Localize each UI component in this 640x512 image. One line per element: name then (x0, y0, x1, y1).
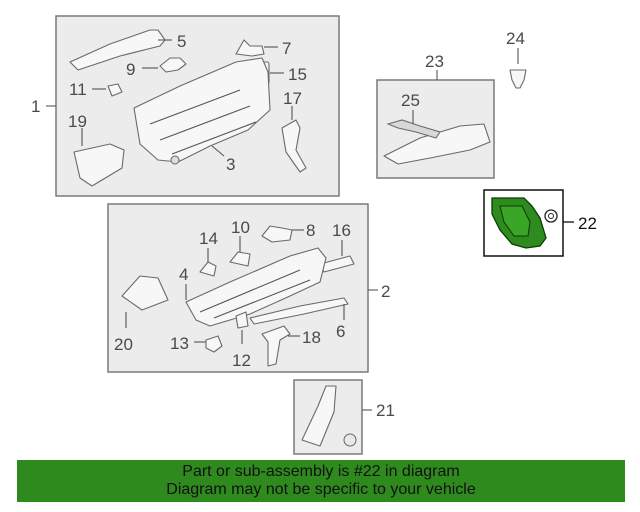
callout-10[interactable]: 10 (231, 218, 250, 237)
callout-5[interactable]: 5 (177, 32, 186, 51)
callout-8[interactable]: 8 (306, 221, 315, 240)
banner-line-1: Part or sub-assembly is #22 in diagram (182, 463, 460, 480)
callout-3[interactable]: 3 (226, 155, 235, 174)
part-6-rail (249, 297, 349, 325)
callout-4[interactable]: 4 (179, 265, 188, 284)
part-18-bracket (261, 325, 291, 367)
callout-6[interactable]: 6 (336, 322, 345, 341)
callout-7[interactable]: 7 (282, 39, 291, 58)
notice-banner: Part or sub-assembly is #22 in diagram D… (17, 460, 625, 502)
callout-25[interactable]: 25 (401, 91, 420, 110)
callout-11[interactable]: 11 (69, 80, 87, 99)
part-3-apron (133, 57, 271, 163)
callout-2[interactable]: 2 (381, 282, 390, 301)
callout-20[interactable]: 20 (114, 335, 133, 354)
part-25-seal (386, 119, 441, 139)
part-21-brace (301, 385, 337, 447)
callout-1[interactable]: 1 (31, 97, 40, 116)
callout-16[interactable]: 16 (332, 221, 351, 240)
callout-21[interactable]: 21 (376, 401, 395, 420)
part-9-bracket (159, 57, 187, 73)
callout-12[interactable]: 12 (232, 351, 251, 370)
part-22-grommet (544, 209, 558, 223)
callout-14[interactable]: 14 (199, 229, 218, 248)
callout-19[interactable]: 19 (68, 112, 87, 131)
part-14-clip (199, 261, 217, 277)
part-11-clip (107, 83, 123, 97)
callout-9[interactable]: 9 (126, 60, 135, 79)
part-12-clip (235, 311, 249, 329)
part-4-apron (185, 247, 327, 327)
callout-13[interactable]: 13 (170, 334, 189, 353)
part-17-pillar (281, 119, 307, 173)
part-10-bracket (229, 251, 251, 267)
callout-15[interactable]: 15 (288, 65, 307, 84)
part-13-grommet (205, 335, 223, 353)
callout-17[interactable]: 17 (283, 89, 302, 108)
callout-24[interactable]: 24 (506, 29, 525, 48)
part-20-bracket (121, 275, 169, 311)
part-7-bracket (235, 39, 265, 57)
callout-22[interactable]: 22 (578, 214, 597, 233)
part-24-clip (509, 69, 527, 89)
part-19-brace (73, 143, 125, 187)
callout-18[interactable]: 18 (302, 328, 321, 347)
callout-23[interactable]: 23 (425, 52, 444, 71)
banner-line-2: Diagram may not be specific to your vehi… (166, 481, 476, 498)
